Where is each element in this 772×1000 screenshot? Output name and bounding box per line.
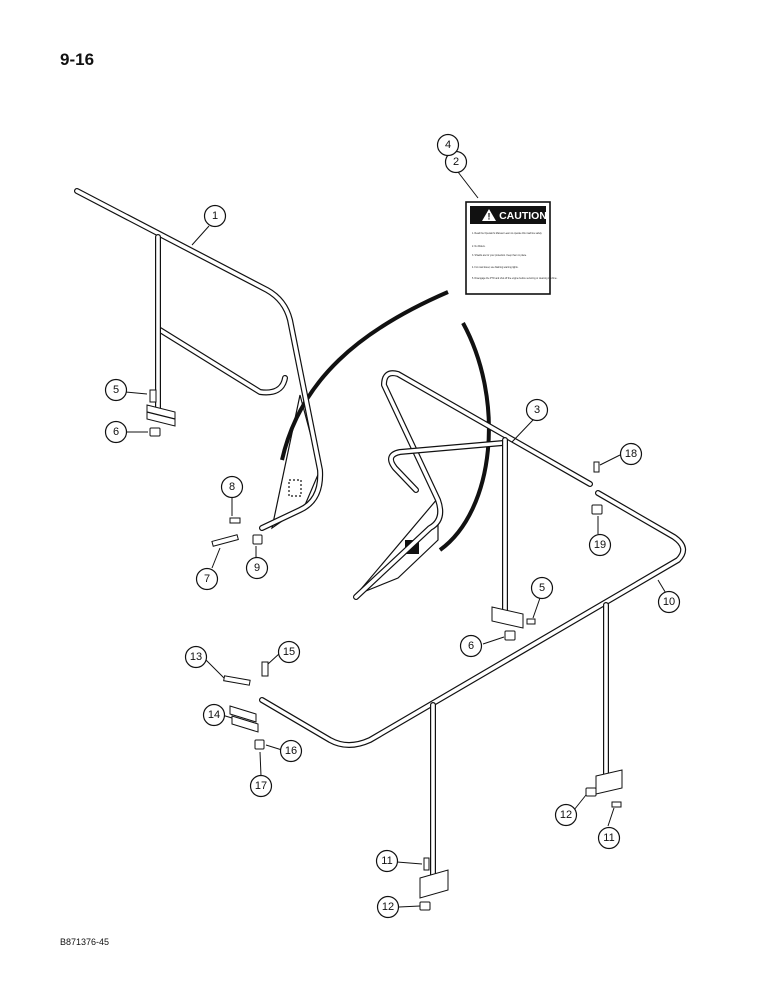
page-number: 9-16 [60, 50, 95, 69]
callout-3: 3 [525, 398, 549, 422]
svg-text:15: 15 [283, 646, 295, 658]
callout-5-right: 5 [530, 576, 554, 600]
caution-line-2: 2. No Riders. [472, 245, 486, 248]
callout-6-left: 6 [104, 420, 128, 444]
svg-text:19: 19 [594, 539, 606, 551]
callout-17: 17 [249, 774, 273, 798]
svg-text:5: 5 [539, 582, 545, 594]
caution-line-3: 3. Shields are for your protection. Keep… [472, 254, 527, 257]
svg-text:1: 1 [212, 210, 218, 222]
figure-code: B871376-45 [60, 937, 110, 947]
callout-8: 8 [220, 475, 244, 499]
leader-lines [124, 171, 668, 908]
callout-19: 19 [588, 533, 612, 557]
lower-rail-foot-brackets [419, 769, 623, 899]
svg-text:12: 12 [560, 809, 572, 821]
right-rail-foot-bracket [491, 606, 524, 629]
callout-18: 18 [619, 442, 643, 466]
svg-text:17: 17 [255, 780, 267, 792]
svg-text:8: 8 [229, 481, 235, 493]
callout-15: 15 [277, 640, 301, 664]
svg-text:11: 11 [381, 855, 392, 867]
svg-text:12: 12 [382, 901, 394, 913]
machine-outline [280, 290, 491, 552]
callout-16: 16 [279, 739, 303, 763]
caution-line-5: 5. Disengage the PTO and shut off the en… [472, 277, 558, 280]
left-shield-bracket [271, 394, 321, 530]
svg-text:11: 11 [603, 832, 614, 844]
svg-text:!: ! [488, 212, 491, 222]
svg-text:18: 18 [625, 448, 637, 460]
callout-11-right: 11 [597, 826, 621, 850]
left-top-rail [74, 188, 324, 531]
caution-line-1: 1. Read the Operator's Manual. Learn to … [472, 232, 542, 235]
caution-text-lines: 1. Read the Operator's Manual. Learn to … [472, 232, 558, 280]
caution-line-4: 4. For road travel, use flashing warning… [472, 266, 519, 269]
svg-text:6: 6 [113, 426, 119, 438]
callout-10: 10 [657, 590, 681, 614]
svg-text:16: 16 [285, 745, 297, 757]
callout-12-left: 12 [376, 895, 400, 919]
svg-text:2: 2 [453, 156, 459, 168]
callout-12-right: 12 [554, 803, 578, 827]
callout-11-left: 11 [375, 849, 399, 873]
callout-5-left: 5 [104, 378, 128, 402]
svg-text:6: 6 [468, 640, 474, 652]
caution-heading: CAUTION [499, 210, 547, 222]
callout-1: 1 [203, 204, 227, 228]
right-top-rail [353, 370, 593, 615]
svg-text:3: 3 [534, 404, 540, 416]
svg-text:13: 13 [190, 651, 202, 663]
svg-text:7: 7 [204, 573, 210, 585]
right-shield-bracket [355, 496, 439, 596]
callouts: 1 2 4 3 5 6 8 7 9 18 19 5 6 10 13 15 14 … [104, 133, 681, 919]
svg-text:4: 4 [445, 139, 451, 151]
callout-4: 4 [436, 133, 460, 157]
svg-text:5: 5 [113, 384, 119, 396]
callout-14: 14 [202, 703, 226, 727]
callout-9: 9 [245, 556, 269, 580]
hardware [149, 389, 622, 911]
lower-guard-rail [259, 490, 687, 883]
callout-7: 7 [195, 567, 219, 591]
svg-text:14: 14 [208, 709, 220, 721]
callout-13: 13 [184, 645, 208, 669]
caution-decal: ! CAUTION 1. Read the Operator's Manual.… [465, 201, 558, 295]
svg-text:10: 10 [663, 596, 675, 608]
left-rail-foot-bracket [146, 404, 176, 427]
svg-text:9: 9 [254, 562, 260, 574]
callout-6-right: 6 [459, 634, 483, 658]
